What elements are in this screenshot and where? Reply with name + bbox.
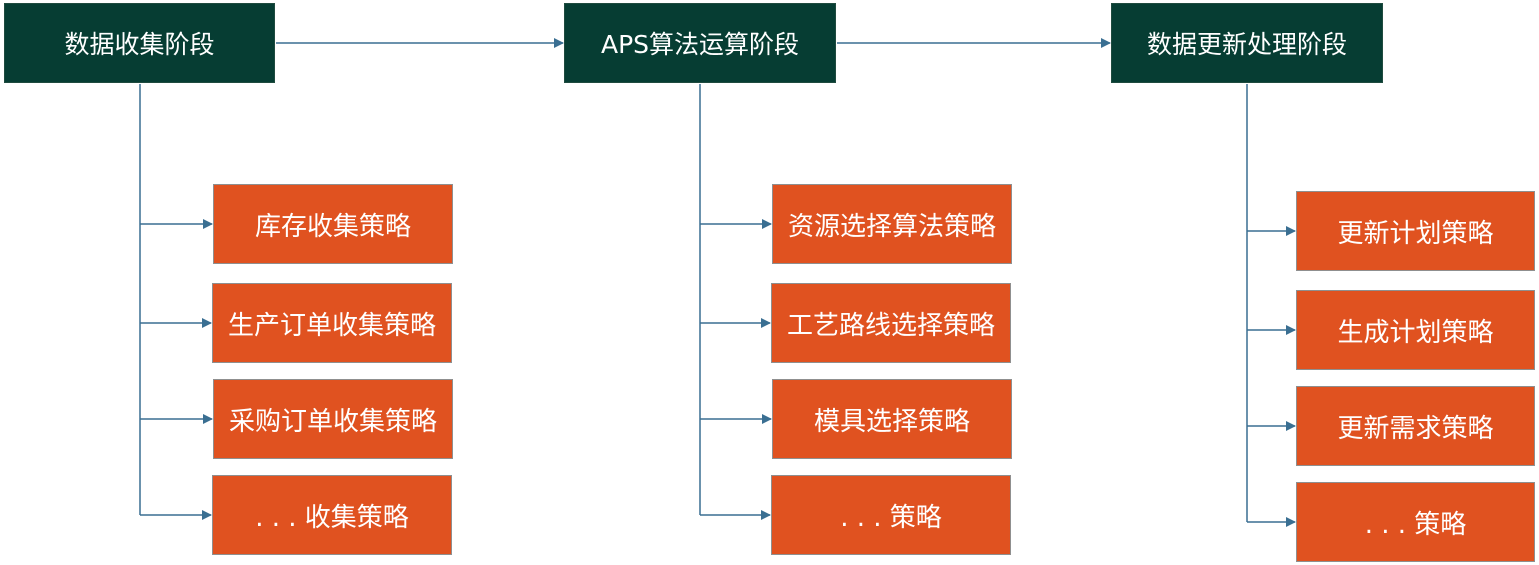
stage-box-data-collection: 数据收集阶段 xyxy=(4,3,275,83)
strategy-label: 工艺路线选择策略 xyxy=(786,310,995,341)
strategy-label: 生产订单收集策略 xyxy=(227,310,436,341)
strategy-box-resource-selection: 资源选择算法策略 xyxy=(772,184,1012,264)
strategy-box-inventory-collection: 库存收集策略 xyxy=(213,184,453,264)
strategy-box-purchase-order-collection: 采购订单收集策略 xyxy=(213,379,453,459)
strategy-box-update-demand: 更新需求策略 xyxy=(1296,386,1535,466)
strategy-label: 更新需求策略 xyxy=(1337,413,1494,444)
strategy-label: . . . 策略 xyxy=(840,502,942,533)
strategy-box-routing-selection: 工艺路线选择策略 xyxy=(771,283,1011,363)
strategy-box-other-collection: . . . 收集策略 xyxy=(212,475,452,555)
strategy-label: 生成计划策略 xyxy=(1337,317,1494,348)
strategy-box-other-computation: . . . 策略 xyxy=(771,475,1011,555)
strategy-label: 更新计划策略 xyxy=(1337,218,1494,249)
stage-label-data-collection: 数据收集阶段 xyxy=(64,30,215,59)
strategy-label: 资源选择算法策略 xyxy=(787,211,996,242)
stage-label-data-update: 数据更新处理阶段 xyxy=(1146,30,1347,59)
strategy-box-generate-plan: 生成计划策略 xyxy=(1296,290,1535,370)
strategy-label: 库存收集策略 xyxy=(254,211,411,242)
strategy-box-mold-selection: 模具选择策略 xyxy=(772,379,1012,459)
strategy-label: . . . 策略 xyxy=(1364,509,1467,540)
strategy-label: 模具选择策略 xyxy=(813,406,970,437)
stage-box-data-update: 数据更新处理阶段 xyxy=(1111,3,1383,83)
strategy-label: . . . 收集策略 xyxy=(255,502,409,533)
strategy-box-production-order-collection: 生产订单收集策略 xyxy=(212,283,452,363)
stage-label-aps-computation: APS算法运算阶段 xyxy=(600,30,800,59)
stage-box-aps-computation: APS算法运算阶段 xyxy=(564,3,836,83)
strategy-box-update-plan: 更新计划策略 xyxy=(1296,191,1535,271)
strategy-box-other-update: . . . 策略 xyxy=(1296,482,1535,562)
strategy-label: 采购订单收集策略 xyxy=(228,406,437,437)
